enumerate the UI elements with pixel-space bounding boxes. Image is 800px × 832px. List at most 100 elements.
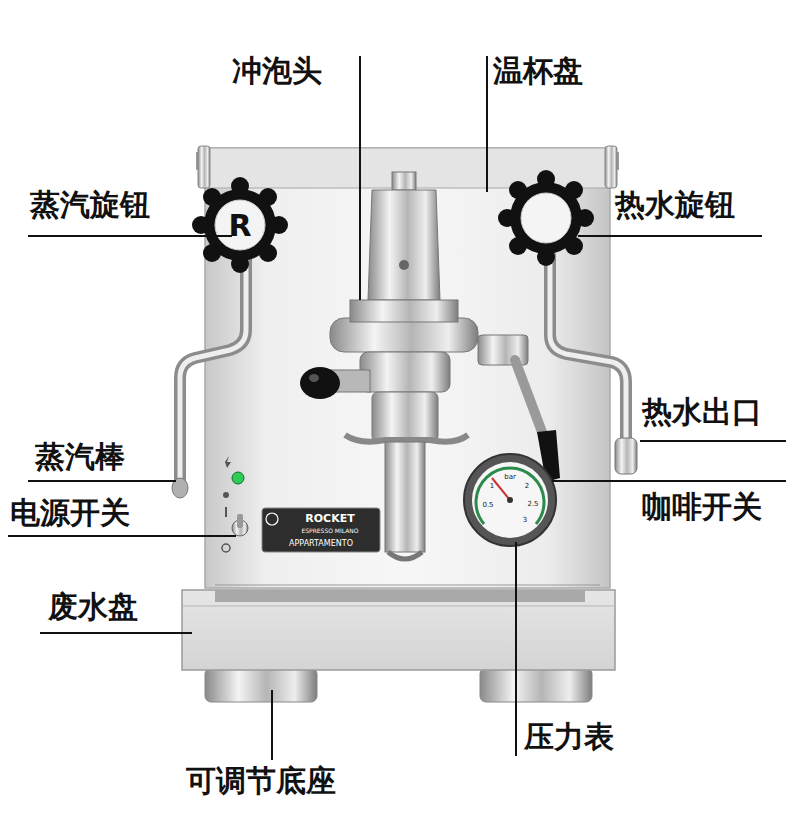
gauge-number: 0.5 <box>482 502 493 510</box>
hot-water-knob <box>498 170 594 266</box>
steam-knob-part <box>203 188 221 206</box>
steam-knob-part <box>203 244 221 262</box>
pressure-gauge-part <box>472 462 548 538</box>
hot-water-wand-part <box>615 438 637 474</box>
steam-knob-part <box>231 255 249 273</box>
group-head-part <box>309 374 319 382</box>
power-switch <box>222 456 248 552</box>
hot-water-knob-part <box>510 182 582 254</box>
pressure-gauge-part <box>507 497 513 503</box>
adjustable-feet-part <box>205 668 317 702</box>
group-head <box>300 172 478 559</box>
drip-tray <box>182 590 615 670</box>
gauge-unit: bar <box>504 474 516 482</box>
hot-water-knob-part <box>537 170 555 188</box>
nameplate-part <box>262 508 380 552</box>
hot-water-knob-part <box>576 209 594 227</box>
part-label: 热水出口 <box>642 395 762 428</box>
knob-logo: R <box>228 209 251 242</box>
leader-lines-part <box>359 56 361 300</box>
adjustable-feet <box>205 668 592 702</box>
group-head-part <box>372 392 438 442</box>
steam-knob-part <box>204 189 276 261</box>
drip-tray-part <box>182 606 615 607</box>
leader-lines-part <box>8 535 236 537</box>
part-label: 热水旋钮 <box>615 188 735 221</box>
hot-water-knob-part <box>565 237 583 255</box>
steam-knob-part <box>192 216 210 234</box>
part-label: 蒸汽棒 <box>35 440 125 473</box>
pressure-gauge-part <box>476 468 544 524</box>
steam-knob-part <box>215 200 265 250</box>
leader-lines-part <box>640 440 786 442</box>
hot-water-wand-part <box>550 255 626 440</box>
power-switch-part <box>225 456 231 468</box>
hot-water-knob-part <box>509 237 527 255</box>
steam-knob <box>192 177 288 273</box>
part-label: 蒸汽旋钮 <box>30 188 150 221</box>
power-switch-part <box>225 507 227 517</box>
leader-lines <box>8 56 786 760</box>
group-head-part <box>368 190 440 300</box>
machine-body-part <box>605 146 617 188</box>
leader-lines-part <box>486 56 488 192</box>
drip-tray-part <box>215 590 585 602</box>
steam-knob-part <box>270 216 288 234</box>
part-label: 电源开关 <box>10 496 130 529</box>
group-head-part <box>300 367 340 399</box>
hot-water-wand <box>550 255 637 474</box>
pressure-gauge-part <box>464 454 556 546</box>
coffee-lever-part <box>515 360 545 440</box>
hot-water-knob-part <box>565 181 583 199</box>
hot-water-wand-part <box>550 255 626 440</box>
group-head-part <box>388 552 422 559</box>
power-switch-part <box>222 544 230 552</box>
leader-lines-part <box>40 632 192 634</box>
steam-wand <box>172 255 246 498</box>
group-head-part <box>399 260 409 270</box>
machine-body-part <box>196 152 619 170</box>
part-label: 废水盘 <box>48 590 138 623</box>
gauge-number: 3 <box>523 517 527 525</box>
steam-wand-part <box>180 255 246 482</box>
leader-lines-part <box>28 235 232 237</box>
gauge-number: 2 <box>525 483 529 491</box>
drip-tray-part <box>182 590 615 670</box>
part-label: 冲泡头 <box>232 54 322 87</box>
power-switch-part <box>232 472 244 484</box>
leader-lines-part <box>578 235 762 237</box>
hot-water-knob-part <box>537 248 555 266</box>
leader-lines-part <box>271 690 273 760</box>
leader-lines-part <box>515 542 517 756</box>
steam-wand-part <box>180 255 246 482</box>
nameplate <box>262 508 380 552</box>
power-switch-part <box>237 514 243 528</box>
brand-text: ROCKET <box>305 513 354 525</box>
pressure-gauge-part <box>492 478 510 500</box>
pressure-gauge <box>464 454 556 546</box>
group-head-part <box>350 300 458 322</box>
power-switch-part <box>223 492 229 498</box>
brand-text: ESPRESSO MILANO <box>301 528 358 535</box>
machine-body-part <box>205 148 610 588</box>
group-head-part <box>360 352 450 392</box>
model-text: APPARTAMENTO <box>289 540 353 549</box>
steam-knob-part <box>231 177 249 195</box>
adjustable-feet-part <box>480 668 592 702</box>
steam-knob-part <box>259 244 277 262</box>
machine-body-part <box>198 146 210 188</box>
part-label: 咖啡开关 <box>642 490 762 523</box>
gauge-number: 2.5 <box>527 501 538 509</box>
hot-water-knob-part <box>509 181 527 199</box>
machine-body-part <box>215 585 600 586</box>
part-label: 压力表 <box>524 720 614 753</box>
group-head-part <box>385 442 425 552</box>
steam-knob-part <box>259 188 277 206</box>
gauge-number: 1 <box>490 483 494 491</box>
group-head-part <box>345 435 468 442</box>
leader-lines-part <box>28 480 176 482</box>
nameplate-part <box>266 513 278 525</box>
hot-water-knob-part <box>521 193 571 243</box>
part-label: 温杯盘 <box>493 54 583 87</box>
